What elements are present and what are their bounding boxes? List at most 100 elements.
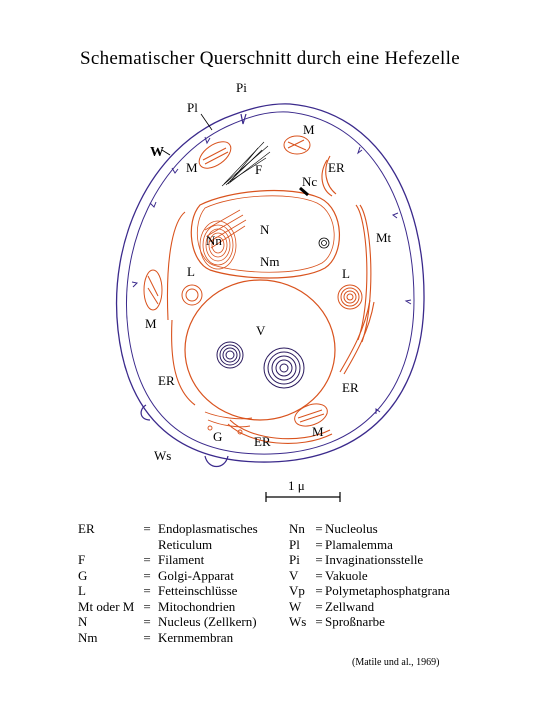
legend-row: Mt oder M = Mitochondrien <box>78 599 258 615</box>
legend-abbr: Pi <box>289 552 300 567</box>
legend-abbr: Nn <box>289 521 305 536</box>
legend-text: Endoplasmatisches <box>158 521 258 536</box>
legend-text: Kernmembran <box>158 629 234 645</box>
citation: (Matile und al., 1969) <box>352 657 440 668</box>
legend-row: N = Nucleus (Zellkern) <box>78 614 258 630</box>
label-m-far-left: M <box>145 316 157 331</box>
legend-eq: = <box>315 536 323 552</box>
legend-right: Nn=Nucleolus Pl=Plamalemma Pi=Invaginati… <box>289 521 450 630</box>
plasmalemma <box>126 111 415 455</box>
label-n: N <box>260 222 270 237</box>
legend-abbr: Ws <box>289 614 307 629</box>
label-g: G <box>213 429 222 444</box>
legend-eq: = <box>143 521 151 536</box>
legend-text: Polymetaphosphatgrana <box>325 583 450 598</box>
legend-text: Vakuole <box>325 567 368 583</box>
nuclear-pore <box>299 186 309 197</box>
legend-abbr <box>78 537 136 553</box>
mitochondria <box>143 135 328 427</box>
legend-row: G=Golgi-Apparat <box>78 568 258 584</box>
label-ws: Ws <box>154 448 171 463</box>
legend-abbr: N <box>78 614 88 629</box>
legend-text: Sproßnarbe <box>325 614 385 629</box>
label-pi: Pi <box>236 80 247 95</box>
legend-row: ER = Endoplasmatisches <box>78 521 258 537</box>
legend-row: F=Filament <box>78 552 258 568</box>
label-er-bottom: ER <box>254 434 271 449</box>
legend-text: Golgi-Apparat <box>158 567 234 583</box>
legend-eq: = <box>143 598 151 614</box>
golgi-apparatus <box>204 411 253 435</box>
legend-abbr: ER <box>78 521 95 536</box>
cell-wall-outer <box>115 103 425 463</box>
legend-text: Plamalemma <box>325 536 393 552</box>
label-er-top: ER <box>328 160 345 175</box>
nuclear-body <box>318 237 330 249</box>
legend-eq: = <box>315 614 323 629</box>
legend-row: Vp =Polymetaphosphatgrana <box>289 583 450 599</box>
legend-eq <box>136 537 158 553</box>
legend-row: W=Zellwand <box>289 599 450 615</box>
legend-eq: = <box>315 521 323 536</box>
label-nm: Nm <box>260 254 280 269</box>
label-m-bottom: M <box>312 424 324 439</box>
legend-eq: = <box>143 583 151 598</box>
legend-row: Pi =Invaginationsstelle <box>289 552 450 568</box>
invagination <box>240 113 247 125</box>
legend-row: V =Vakuole <box>289 568 450 584</box>
scale-bar <box>265 492 341 502</box>
label-m-top: M <box>303 122 315 137</box>
legend-eq: = <box>315 567 323 583</box>
legend-row: Reticulum <box>78 537 258 553</box>
legend-abbr: W <box>289 598 302 614</box>
legend-row: Pl =Plamalemma <box>289 537 450 553</box>
label-m-left: M <box>186 160 198 175</box>
bud-scar-left <box>140 404 151 421</box>
legend-text: Nucleolus <box>325 521 378 536</box>
legend-abbr: V <box>289 567 299 583</box>
legend-abbr: Mt oder M <box>78 598 135 614</box>
nucleus <box>190 189 340 279</box>
label-er-right: ER <box>342 380 359 395</box>
endoplasmic-reticulum <box>166 155 375 444</box>
legend-eq: = <box>143 552 151 567</box>
wall-notches <box>131 136 412 414</box>
nuclear-membrane <box>196 195 335 273</box>
legend-eq: = <box>315 552 323 567</box>
bud-scar <box>204 455 229 468</box>
legend-row: Nm = Kernmembran <box>78 630 258 646</box>
label-v: V <box>256 323 266 338</box>
legend-text: Nucleus (Zellkern) <box>158 614 257 629</box>
nucleolus <box>199 209 247 270</box>
legend-eq: = <box>315 598 323 614</box>
vacuole <box>184 279 336 421</box>
legend-text: Filament <box>158 552 205 567</box>
polymetaphosphate-granules <box>216 341 305 389</box>
legend-eq: = <box>315 583 323 598</box>
legend-text: Mitochondrien <box>158 598 236 614</box>
legend-abbr: Nm <box>78 629 98 645</box>
label-nn: Nn <box>206 233 222 248</box>
legend-text: Invaginationsstelle <box>325 552 424 567</box>
label-nc: Nc <box>302 174 317 189</box>
legend-eq: = <box>143 629 151 645</box>
legend-eq: = <box>143 614 151 629</box>
label-er-left: ER <box>158 373 175 388</box>
legend-abbr: Vp <box>289 583 305 598</box>
label-l-left: L <box>187 264 195 279</box>
legend-text: Reticulum <box>158 536 213 552</box>
legend-row: L = Fetteinschlüsse <box>78 583 258 599</box>
label-f: F <box>255 162 262 177</box>
label-pl: Pl <box>187 100 198 115</box>
legend-left: ER=Endoplasmatisches Reticulum F=Filamen… <box>78 521 258 645</box>
label-w: W <box>150 145 164 160</box>
filament-bundle <box>221 141 271 187</box>
w-leader-line <box>161 149 171 156</box>
pl-leader-line <box>200 113 213 131</box>
legend-row: Ws =Sproßnarbe <box>289 614 450 630</box>
legend-abbr: L <box>78 583 86 598</box>
legend-text: Fetteinschlüsse <box>158 583 238 598</box>
legend-row: Nn =Nucleolus <box>289 521 450 537</box>
legend-abbr: Pl <box>289 536 300 552</box>
